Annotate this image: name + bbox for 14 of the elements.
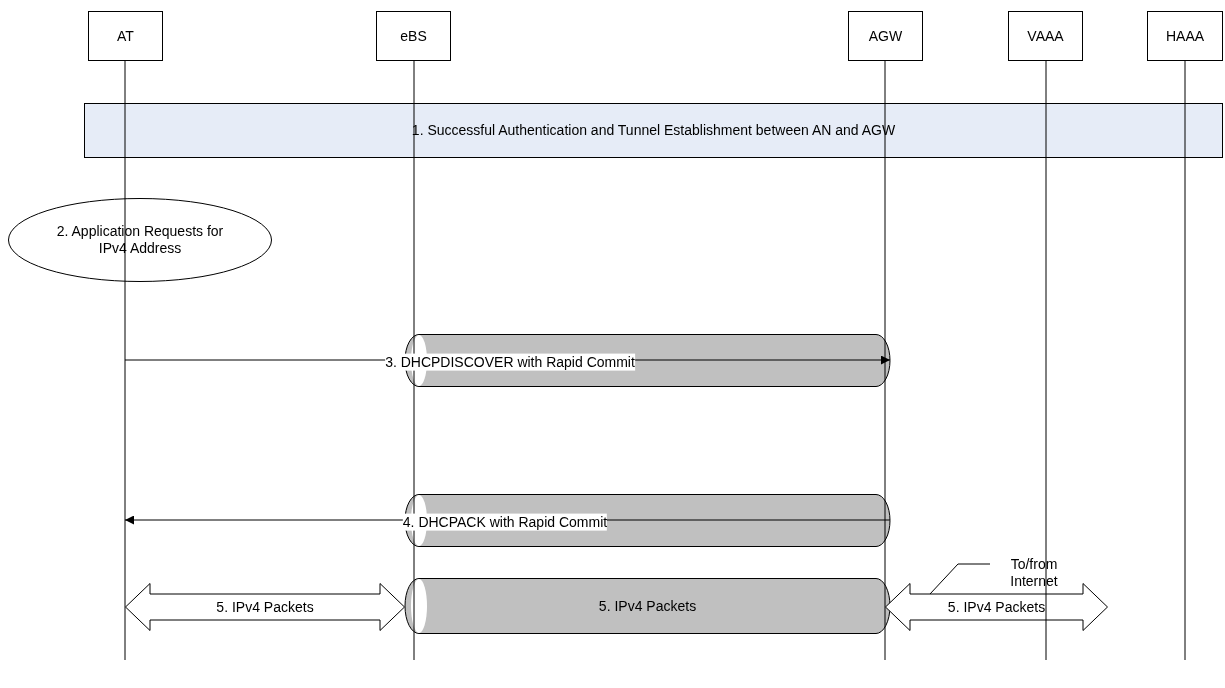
entity-box: AT — [88, 11, 163, 61]
entity-box: VAAA — [1008, 11, 1083, 61]
step-label: 5. IPv4 Packets — [216, 598, 314, 616]
step-banner: 1. Successful Authentication and Tunnel Establishment between AN and AGW — [84, 103, 1223, 158]
entity-box: AGW — [848, 11, 923, 61]
entity-box: HAAA — [1147, 11, 1223, 61]
message-label: 4. DHCPACK with Rapid Commit — [402, 513, 608, 531]
message-label: 3. DHCPDISCOVER with Rapid Commit — [385, 353, 635, 371]
entity-box: eBS — [376, 11, 451, 61]
step-label: 5. IPv4 Packets — [947, 598, 1046, 616]
leader-line — [929, 563, 991, 595]
step-label: 2. Application Requests for IPv4 Address — [55, 223, 225, 257]
note-text: To/from Internet — [1009, 556, 1059, 590]
step-label: 5. IPv4 Packets — [598, 597, 697, 615]
